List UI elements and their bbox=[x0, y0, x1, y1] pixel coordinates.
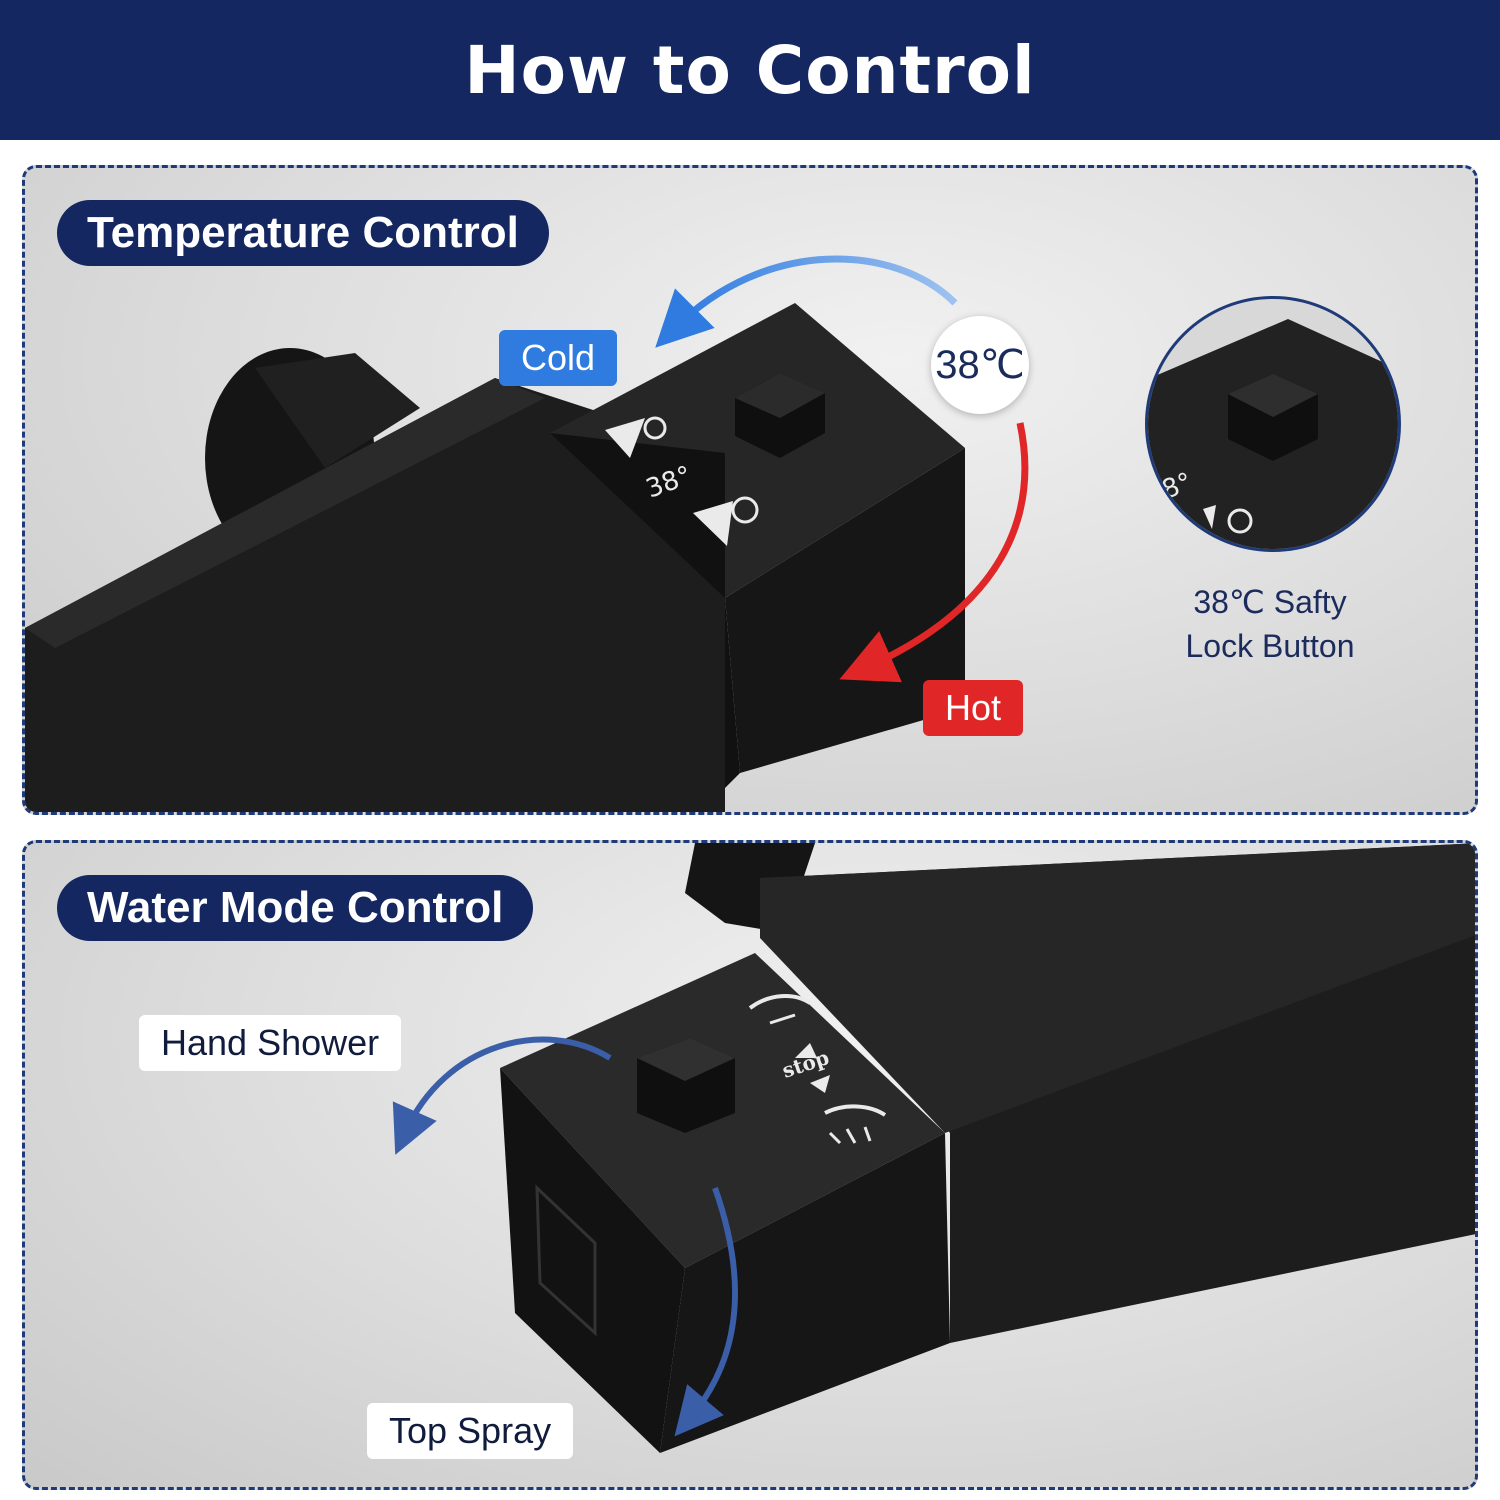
lock-caption-line1: 38℃ Safty bbox=[1193, 584, 1347, 620]
temperature-marker: 38℃ bbox=[931, 316, 1029, 414]
top-spray-icon bbox=[824, 1104, 887, 1117]
lock-button-zoom-art: 8° bbox=[1148, 319, 1398, 549]
temperature-control-panel: 38° Temperature Control Cold 38℃ Hot 8° … bbox=[22, 165, 1478, 815]
top-spray-rotation-arrow bbox=[674, 1187, 739, 1437]
hot-rotation-arrow bbox=[839, 422, 1029, 683]
valve-body bbox=[25, 378, 725, 812]
cold-label: Cold bbox=[499, 330, 618, 386]
diverter-valve-illustration: stop bbox=[392, 843, 1475, 1453]
water-mode-control-panel: stop Water Mode Control Hand Shower Top … bbox=[22, 840, 1478, 1490]
top-spray-label: Top Spray bbox=[367, 1403, 574, 1459]
hand-shower-label: Hand Shower bbox=[139, 1015, 402, 1071]
page-title: How to Control bbox=[464, 31, 1036, 109]
cold-rotation-arrow bbox=[655, 255, 958, 348]
lock-button-zoom-circle: 8° bbox=[1145, 296, 1401, 552]
temperature-marker-text: 38℃ bbox=[935, 343, 1025, 387]
hand-shower-icon bbox=[748, 994, 812, 1010]
header-banner: How to Control bbox=[0, 0, 1500, 140]
hot-label: Hot bbox=[923, 680, 1024, 736]
temperature-control-label: Temperature Control bbox=[57, 200, 549, 266]
thermostatic-valve-illustration: 38° bbox=[25, 255, 1029, 812]
water-mode-control-label: Water Mode Control bbox=[57, 875, 534, 941]
lock-caption-line2: Lock Button bbox=[1185, 628, 1355, 664]
lock-button-caption: 38℃ Safty Lock Button bbox=[1145, 580, 1395, 668]
hand-shower-rotation-arrow bbox=[392, 1036, 612, 1155]
